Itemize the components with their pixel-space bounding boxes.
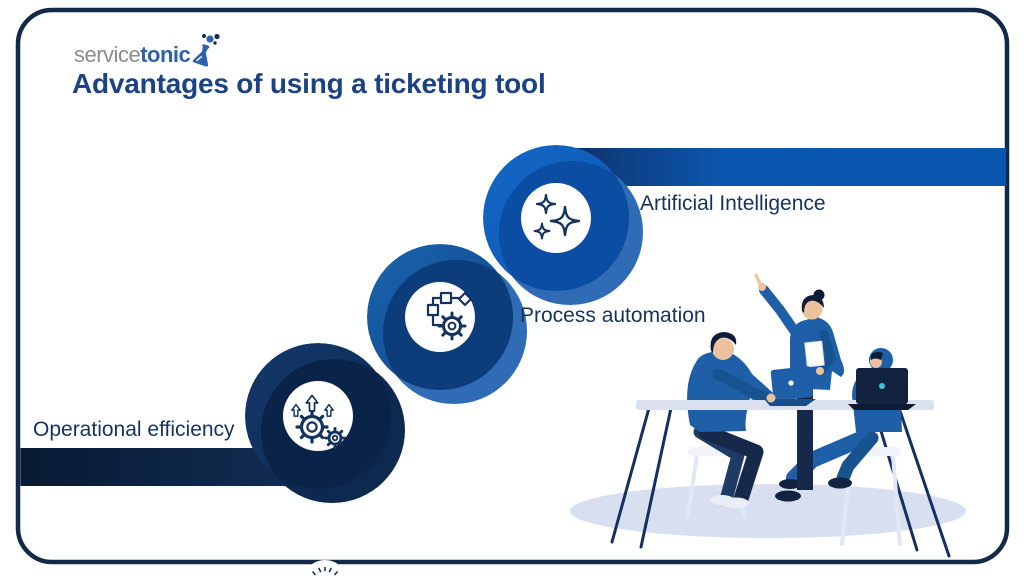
hand [766, 393, 776, 403]
page-title: Advantages of using a ticketing tool [72, 68, 546, 99]
bottom-badge-icon [303, 560, 347, 576]
laptop-navy [848, 368, 916, 410]
sparkles-icon [533, 193, 581, 240]
person-left [687, 332, 775, 509]
step-label-artificial-intelligence: Artificial Intelligence [640, 192, 826, 215]
people-meeting-illustration [570, 273, 966, 558]
laptop-blue [764, 366, 816, 406]
step-circle-operational-efficiency [245, 343, 405, 503]
step-label-operational-efficiency: Operational efficiency [33, 418, 235, 441]
floor-shadow [570, 484, 966, 538]
flask-bubbles-icon [192, 33, 220, 67]
workflow-gear-icon [426, 291, 473, 341]
step-label-process-automation: Process automation [520, 304, 706, 327]
gears-arrows-icon [291, 394, 347, 450]
logo-text-tonic: tonic [140, 42, 191, 67]
step-circle-artificial-intelligence [483, 145, 643, 305]
step-circle-process-automation [367, 244, 527, 404]
logo-text-service: service [74, 42, 141, 67]
top-accent-bar [556, 148, 1006, 186]
